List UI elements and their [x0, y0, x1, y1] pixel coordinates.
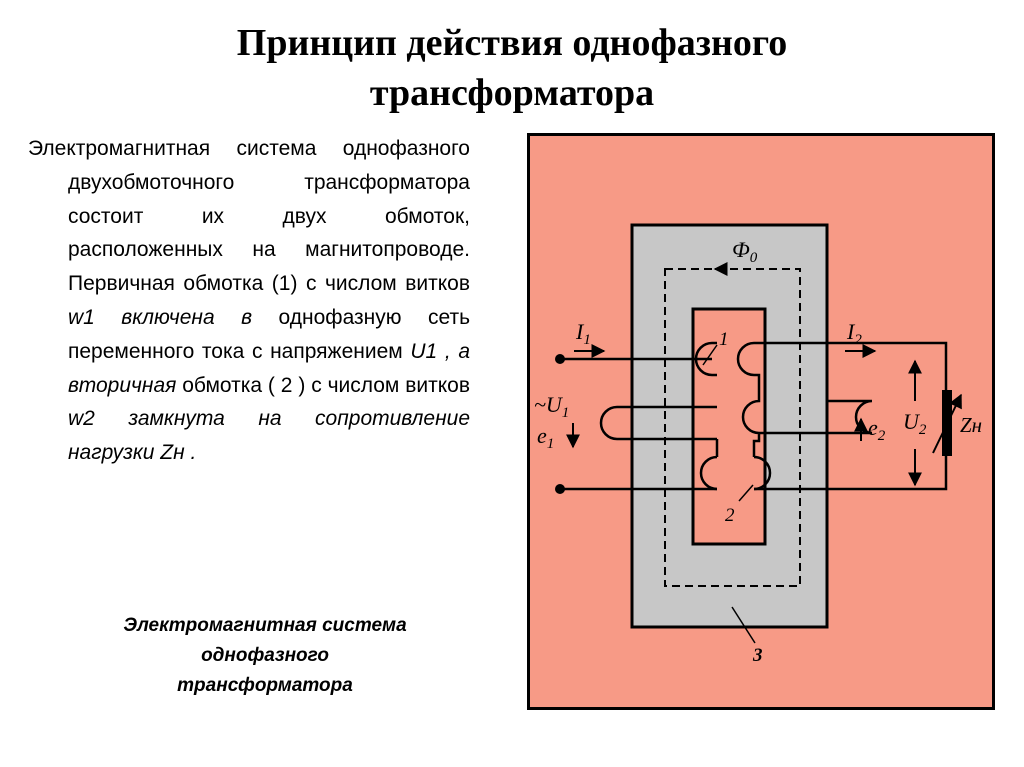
flux-label: Ф0: [732, 237, 758, 266]
slide-title-line2: трансформатора: [369, 72, 655, 114]
description-w2: w2 замкнута на сопротивление нагрузки Zн…: [68, 407, 470, 465]
winding1-leader: [702, 344, 718, 366]
description-w1: w1 включена в: [68, 305, 253, 329]
load-adjust-arrow: [932, 393, 962, 454]
winding2-label: 2: [725, 505, 735, 526]
figure-caption: Электромагнитная система однофазного тра…: [40, 611, 490, 701]
u1-label: ~U1: [534, 392, 569, 421]
description-text-1: Электромагнитная система однофазного дву…: [28, 137, 470, 296]
transformer-diagram: Ф0 1 2 3 I1: [527, 133, 995, 710]
i2-label: I2: [846, 319, 862, 348]
winding1-label: 1: [719, 329, 729, 350]
description-text-2: однофазную сеть переменного тока с напря…: [68, 305, 471, 363]
slide-title-line1: Принцип действия однофазного: [236, 22, 788, 64]
caption-line3: трансформатора: [177, 675, 353, 696]
primary-terminal-bottom: [555, 484, 565, 494]
core-label: 3: [752, 645, 763, 666]
zn-label: Zн: [960, 413, 982, 437]
caption-line2: однофазного: [201, 645, 329, 666]
slide-title: Принцип действия однофазного трансформат…: [0, 18, 1024, 118]
description-text-3: обмотка ( 2 ) с числом витков: [176, 373, 470, 397]
winding2-leader: [738, 484, 754, 502]
primary-terminal-top: [555, 354, 565, 364]
description-u1: U1 , а вторичная: [68, 339, 470, 397]
transformer-svg: Ф0 1 2 3 I1: [527, 133, 995, 710]
e2-label: e2: [868, 415, 886, 444]
magnetic-core: [630, 223, 829, 629]
description-paragraph: Электромагнитная система однофазного дву…: [28, 132, 470, 470]
primary-winding: [560, 341, 719, 491]
core-leader: [731, 606, 756, 644]
e1-label: e1: [537, 423, 554, 452]
u2-label: U2: [903, 409, 927, 438]
secondary-winding: [736, 341, 948, 491]
caption-line1: Электромагнитная система: [123, 615, 407, 636]
i1-label: I1: [575, 319, 591, 348]
flux-path: [664, 268, 801, 587]
